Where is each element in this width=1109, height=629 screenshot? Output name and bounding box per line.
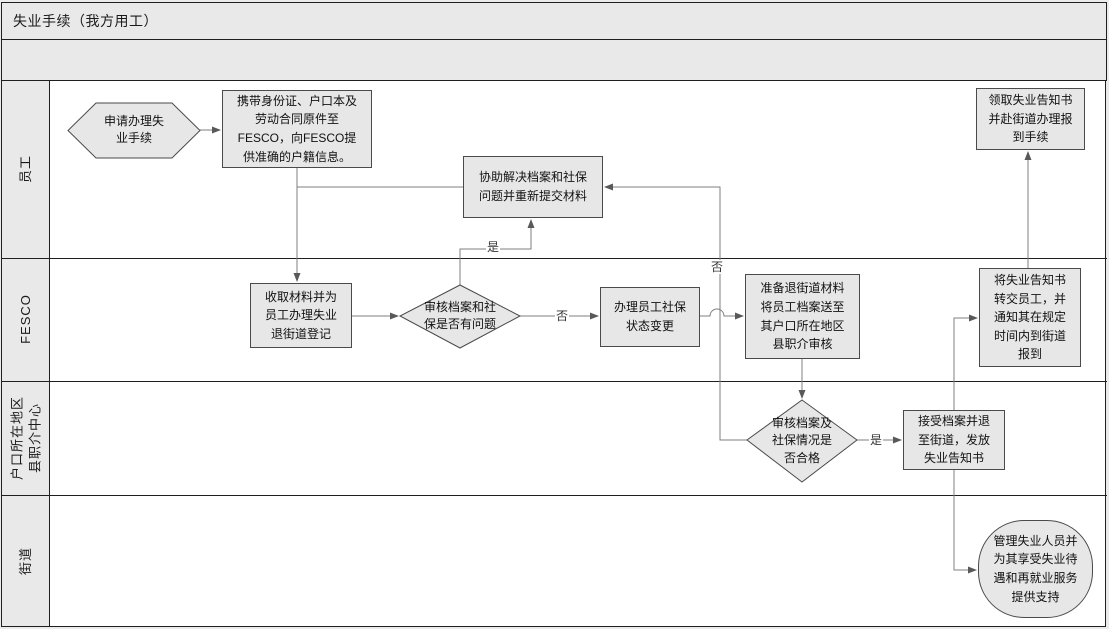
lane-divider-1 bbox=[1, 258, 1107, 259]
node-manage-support: 管理失业人员并为其享受失业待遇和再就业服务提供支持 bbox=[978, 520, 1093, 618]
node-assist-resolve: 协助解决档案和社保问题并重新提交材料 bbox=[463, 156, 603, 218]
empty-header-row bbox=[1, 40, 1107, 81]
node-prepare-materials: 准备退街道材料将员工档案送至其户口所在地区县职介审核 bbox=[745, 274, 860, 359]
decision-review1-diamond bbox=[398, 284, 522, 349]
lane-divider-2 bbox=[1, 381, 1107, 382]
start-hexagon bbox=[67, 102, 201, 159]
edge-label-review1-no: 否 bbox=[555, 309, 570, 323]
node-collect-materials: 收取材料并为员工办理失业退街道登记 bbox=[250, 283, 352, 348]
edge-review2-no bbox=[604, 183, 747, 441]
node-apply: 申请办理失业手续 bbox=[103, 113, 164, 145]
page-title: 失业手续（我方用工） bbox=[13, 13, 158, 29]
node-review-problem: 审核档案和社保是否有问题 bbox=[423, 299, 496, 331]
node-bring-documents: 携带身份证、户口本及劳动合同原件至FESCO，向FESCO提供准确的户籍信息。 bbox=[222, 90, 372, 168]
edge-change-to-prepare-hop bbox=[700, 308, 744, 320]
lane-label-column bbox=[1, 81, 50, 627]
node-forward-notice: 将失业告知书转交员工，并通知其在规定时间内到街道报到 bbox=[979, 268, 1081, 367]
edge-label-review2-yes: 是 bbox=[869, 433, 884, 447]
node-accept-archive: 接受档案并退至街道，发放失业告知书 bbox=[903, 410, 1005, 470]
node-receive-notice: 领取失业告知书并赴街道办理报到手续 bbox=[976, 88, 1085, 150]
title-bar: 失业手续（我方用工） bbox=[1, 2, 1107, 40]
edge-label-review1-yes: 是 bbox=[486, 240, 501, 254]
node-review-qualified: 审核档案及社保情况是否合格 bbox=[771, 415, 832, 465]
lane-divider-3 bbox=[1, 495, 1107, 496]
edge-label-review2-no: 否 bbox=[710, 260, 725, 274]
node-change-status: 办理员工社保状态变更 bbox=[600, 287, 700, 347]
edge-accept-to-forward bbox=[953, 314, 978, 410]
decision-review2-diamond bbox=[746, 399, 858, 483]
edge-accept-to-manage bbox=[953, 470, 977, 574]
